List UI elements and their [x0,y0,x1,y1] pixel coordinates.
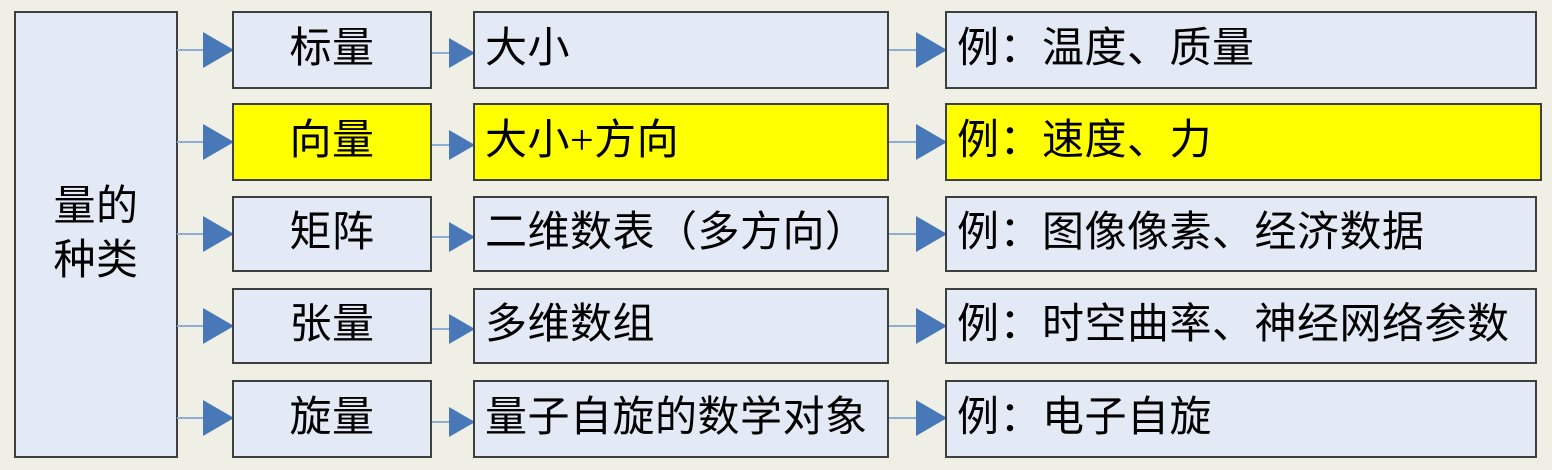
arrow-head-icon [203,124,234,160]
arrow-head-icon [916,32,947,68]
root-node-label: 量的 种类 [53,183,139,284]
type-box-2[interactable]: 向量 [232,103,432,181]
example-label-1: 例：温度、质量 [957,26,1255,73]
arrow-root-to-type-3 [177,216,234,252]
type-label-2: 向量 [289,118,375,165]
example-box-5[interactable]: 例：电子自旋 [945,380,1537,458]
definition-label-5: 量子自旋的数学对象 [485,395,868,442]
arrow-head-icon [203,32,234,68]
definition-label-1: 大小 [485,26,571,73]
arrow-root-to-type-4 [177,308,234,344]
arrow-shaft [432,236,449,238]
type-label-3: 矩阵 [289,210,375,257]
definition-box-2[interactable]: 大小+方向 [473,103,889,181]
arrow-head-icon [916,308,947,344]
arrow-shaft [432,421,449,423]
arrow-definition-3-to-example-3 [889,216,947,252]
arrow-definition-4-to-example-4 [889,308,947,344]
arrow-shaft [889,141,916,143]
arrow-shaft [177,49,203,51]
type-box-4[interactable]: 张量 [232,288,432,364]
definition-label-4: 多维数组 [485,302,656,349]
arrow-shaft [177,141,203,143]
example-box-3[interactable]: 例：图像像素、经济数据 [945,196,1537,272]
definition-label-2: 大小+方向 [485,118,680,165]
arrow-type-5-to-definition-5 [432,404,475,440]
definition-box-3[interactable]: 二维数表（多方向） [473,196,889,272]
arrow-shaft [889,49,916,51]
arrow-root-to-type-5 [177,400,234,436]
arrow-shaft [889,417,916,419]
arrow-head-icon [916,124,947,160]
arrow-head-icon [449,38,475,68]
arrow-definition-5-to-example-5 [889,400,947,436]
arrow-shaft [432,52,449,54]
definition-box-1[interactable]: 大小 [473,11,889,89]
arrow-root-to-type-1 [177,32,234,68]
definition-box-5[interactable]: 量子自旋的数学对象 [473,380,889,458]
arrow-shaft [177,233,203,235]
arrow-type-3-to-definition-3 [432,219,475,255]
arrow-root-to-type-2 [177,124,234,160]
arrow-shaft [432,144,449,146]
example-box-4[interactable]: 例：时空曲率、神经网络参数 [945,288,1537,364]
arrow-shaft [177,325,203,327]
example-label-5: 例：电子自旋 [957,395,1213,442]
arrow-head-icon [916,216,947,252]
arrow-head-icon [449,222,475,252]
arrow-type-1-to-definition-1 [432,35,475,71]
example-label-2: 例：速度、力 [957,118,1213,165]
arrow-shaft [432,328,449,330]
arrow-definition-1-to-example-1 [889,32,947,68]
example-box-2[interactable]: 例：速度、力 [945,103,1542,181]
type-label-4: 张量 [289,302,375,349]
arrow-definition-2-to-example-2 [889,124,947,160]
arrow-shaft [177,417,203,419]
arrow-head-icon [203,308,234,344]
type-box-5[interactable]: 旋量 [232,380,432,458]
arrow-head-icon [449,407,475,437]
example-label-4: 例：时空曲率、神经网络参数 [957,302,1510,349]
arrow-shaft [889,233,916,235]
arrow-head-icon [916,400,947,436]
type-box-1[interactable]: 标量 [232,11,432,89]
example-box-1[interactable]: 例：温度、质量 [945,11,1537,89]
type-label-1: 标量 [289,26,375,73]
type-box-3[interactable]: 矩阵 [232,196,432,272]
arrow-type-4-to-definition-4 [432,311,475,347]
arrow-head-icon [203,400,234,436]
arrow-type-2-to-definition-2 [432,127,475,163]
root-node-quantity-types[interactable]: 量的 种类 [14,11,178,458]
arrow-head-icon [449,314,475,344]
definition-box-4[interactable]: 多维数组 [473,288,889,364]
type-label-5: 旋量 [289,395,375,442]
definition-label-3: 二维数表（多方向） [485,210,868,257]
example-label-3: 例：图像像素、经济数据 [957,210,1425,257]
arrow-head-icon [449,130,475,160]
arrow-head-icon [203,216,234,252]
arrow-shaft [889,325,916,327]
